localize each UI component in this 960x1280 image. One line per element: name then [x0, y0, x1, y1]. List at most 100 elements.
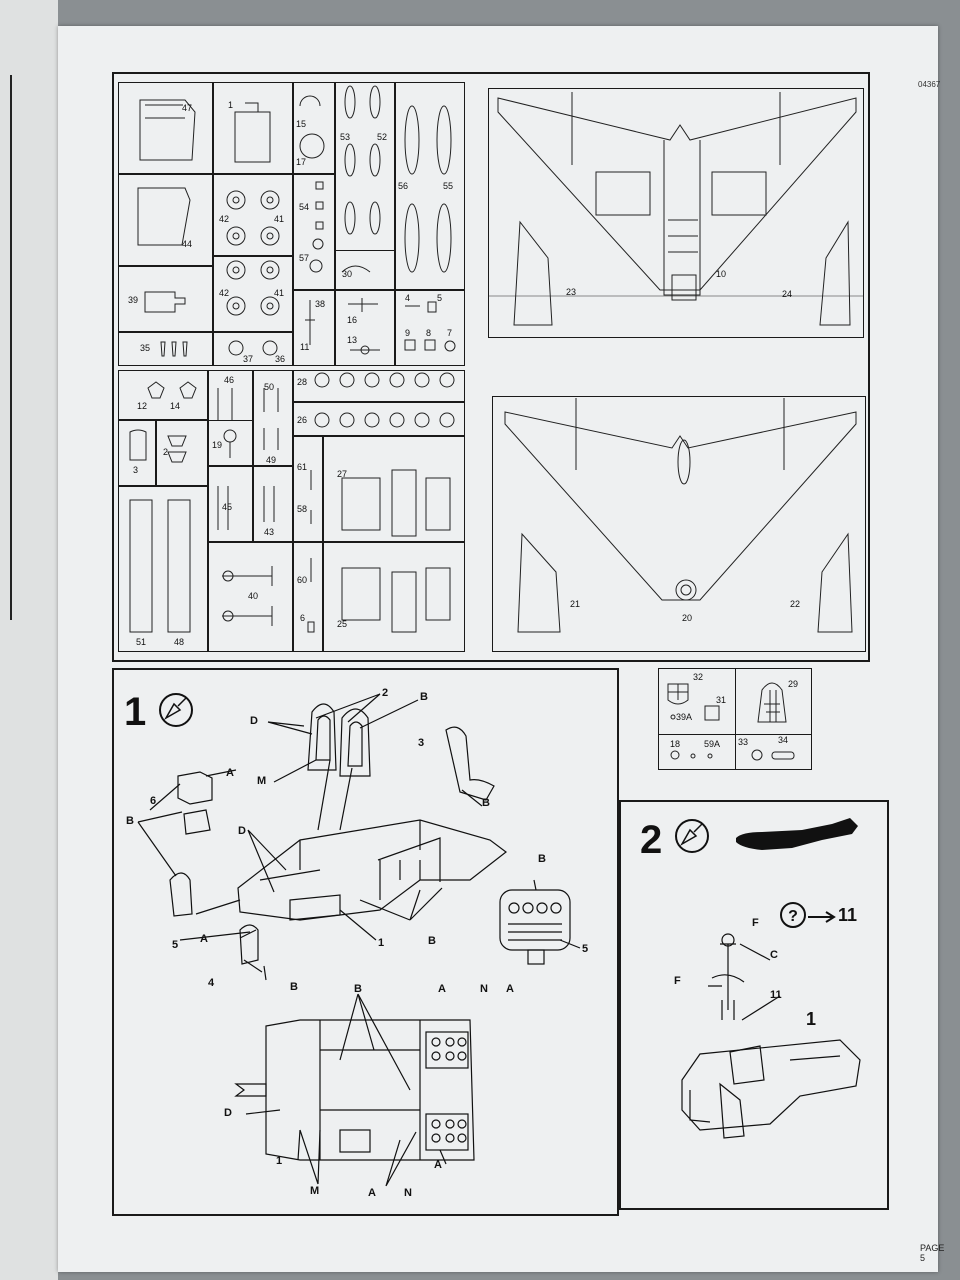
- callout-n: N: [404, 1187, 412, 1199]
- parts-sprue-label: 54: [299, 202, 310, 212]
- sprue-cell-47: [118, 82, 213, 174]
- catalog-code: 04367: [918, 80, 941, 89]
- parts-sprue-label: 43: [264, 527, 275, 537]
- callout-2: 2: [382, 687, 389, 699]
- sprue-cell-42-41b: [213, 256, 293, 332]
- parts-sprue-frame: [112, 72, 870, 662]
- parts-sprue-label: 42: [219, 288, 230, 298]
- parts-sprue-label: 50: [264, 382, 275, 392]
- instruction-sheet: 04367 PAGE 5: [58, 26, 944, 1272]
- parts-sprue-label: 44: [182, 239, 193, 249]
- callout-f: F: [752, 917, 759, 929]
- sprue-cell-2: [156, 420, 208, 486]
- clear-parts-label: 34: [778, 735, 789, 745]
- sprue-cell-40: [208, 542, 293, 652]
- callout-5: 5: [172, 939, 179, 951]
- parts-sprue-label: 1: [228, 100, 234, 110]
- sprue-cell-26: [293, 402, 465, 436]
- parts-sprue-label: 42: [219, 214, 230, 224]
- arrow-right-icon: [808, 911, 836, 923]
- sprue-cell-35: [118, 332, 213, 366]
- sprue-cell-39: [118, 266, 213, 332]
- sprue-cell-61-58: [293, 436, 323, 542]
- parts-sprue-label: 53: [340, 132, 351, 142]
- parts-sprue-label: 25: [337, 619, 348, 629]
- parts-sprue-label: 6: [300, 613, 306, 623]
- parts-sprue-label: 49: [266, 455, 277, 465]
- sprue-cell-42-41a: [213, 174, 293, 256]
- callout-c: C: [770, 949, 778, 961]
- callout-n: N: [480, 983, 488, 995]
- callout-b: B: [538, 853, 546, 865]
- parts-sprue-label: 7: [447, 328, 453, 338]
- parts-sprue-label: 61: [297, 462, 308, 472]
- parts-sprue-label: 48: [174, 637, 185, 647]
- wing-lower-label: 22: [790, 599, 801, 609]
- callout-b: B: [482, 797, 490, 809]
- wing-lower-label: 21: [570, 599, 581, 609]
- previous-page-edge: [0, 0, 58, 1280]
- sprue-cell-28: [293, 370, 465, 402]
- callout-5: 5: [582, 943, 589, 955]
- lower-wing-panel: [492, 396, 866, 652]
- sprue-cell-16-13: [335, 290, 395, 366]
- callout-d: D: [250, 715, 258, 727]
- sprue-cell-56-55: [395, 82, 465, 290]
- sprue-cell-30: [335, 250, 395, 290]
- callout-d: D: [238, 825, 246, 837]
- wing-upper-label: 10: [716, 269, 727, 279]
- step-2-frame: [619, 800, 889, 1210]
- callout-target-11: 11: [838, 905, 858, 925]
- wing-upper-label: 24: [782, 289, 793, 299]
- callout-d: D: [224, 1107, 232, 1119]
- parts-sprue-label: 51: [136, 637, 147, 647]
- parts-sprue-label: 14: [170, 401, 181, 411]
- parts-sprue-label: 8: [426, 328, 432, 338]
- parts-sprue-label: 12: [137, 401, 148, 411]
- callout-a: A: [506, 983, 514, 995]
- glue-icon: [675, 819, 709, 853]
- parts-sprue-label: 56: [398, 181, 409, 191]
- parts-sprue-label: 28: [297, 377, 308, 387]
- parts-sprue-label: 15: [296, 119, 307, 129]
- page-number: PAGE 5: [920, 1243, 945, 1263]
- parts-sprue-label: 41: [274, 214, 285, 224]
- parts-sprue-label: 19: [212, 440, 223, 450]
- callout-m: M: [310, 1185, 320, 1197]
- sprue-cell-4-9: [395, 290, 465, 366]
- parts-sprue-label: 46: [224, 375, 235, 385]
- sprue-cell-60-6: [293, 542, 323, 652]
- svg-text:?: ?: [788, 908, 798, 925]
- parts-sprue-label: 3: [133, 465, 139, 475]
- callout-1: 1: [276, 1155, 283, 1167]
- callout-b: B: [354, 983, 362, 995]
- callout-a: A: [438, 983, 446, 995]
- parts-sprue-label: 5: [437, 293, 443, 303]
- sprue-cell-12-14: [118, 370, 208, 420]
- glue-icon: [159, 693, 193, 727]
- parts-sprue-label: 4: [405, 293, 411, 303]
- parts-sprue-label: 2: [163, 447, 169, 457]
- parts-sprue-label: 57: [299, 253, 310, 263]
- sprue-cell-50: [253, 370, 293, 466]
- callout-m: M: [257, 775, 267, 787]
- parts-sprue-label: 27: [337, 469, 348, 479]
- clear-parts-label: 33: [738, 737, 749, 747]
- parts-sprue-label: 40: [248, 591, 259, 601]
- wing-upper-label: 23: [566, 287, 577, 297]
- callout-b: B: [420, 691, 428, 703]
- sprue-cell-15-17: [293, 82, 335, 174]
- parts-sprue-label: 11: [300, 342, 310, 352]
- parts-sprue-label: 35: [140, 343, 151, 353]
- clear-parts-divider-v: [735, 668, 736, 770]
- callout-b: B: [126, 815, 134, 827]
- parts-sprue-label: 30: [342, 269, 353, 279]
- callout-3: 3: [418, 737, 425, 749]
- parts-sprue-label: 38: [315, 299, 326, 309]
- clear-parts-label: 59A: [704, 739, 721, 749]
- callout-a: A: [226, 767, 234, 779]
- question-icon: ?: [780, 902, 806, 928]
